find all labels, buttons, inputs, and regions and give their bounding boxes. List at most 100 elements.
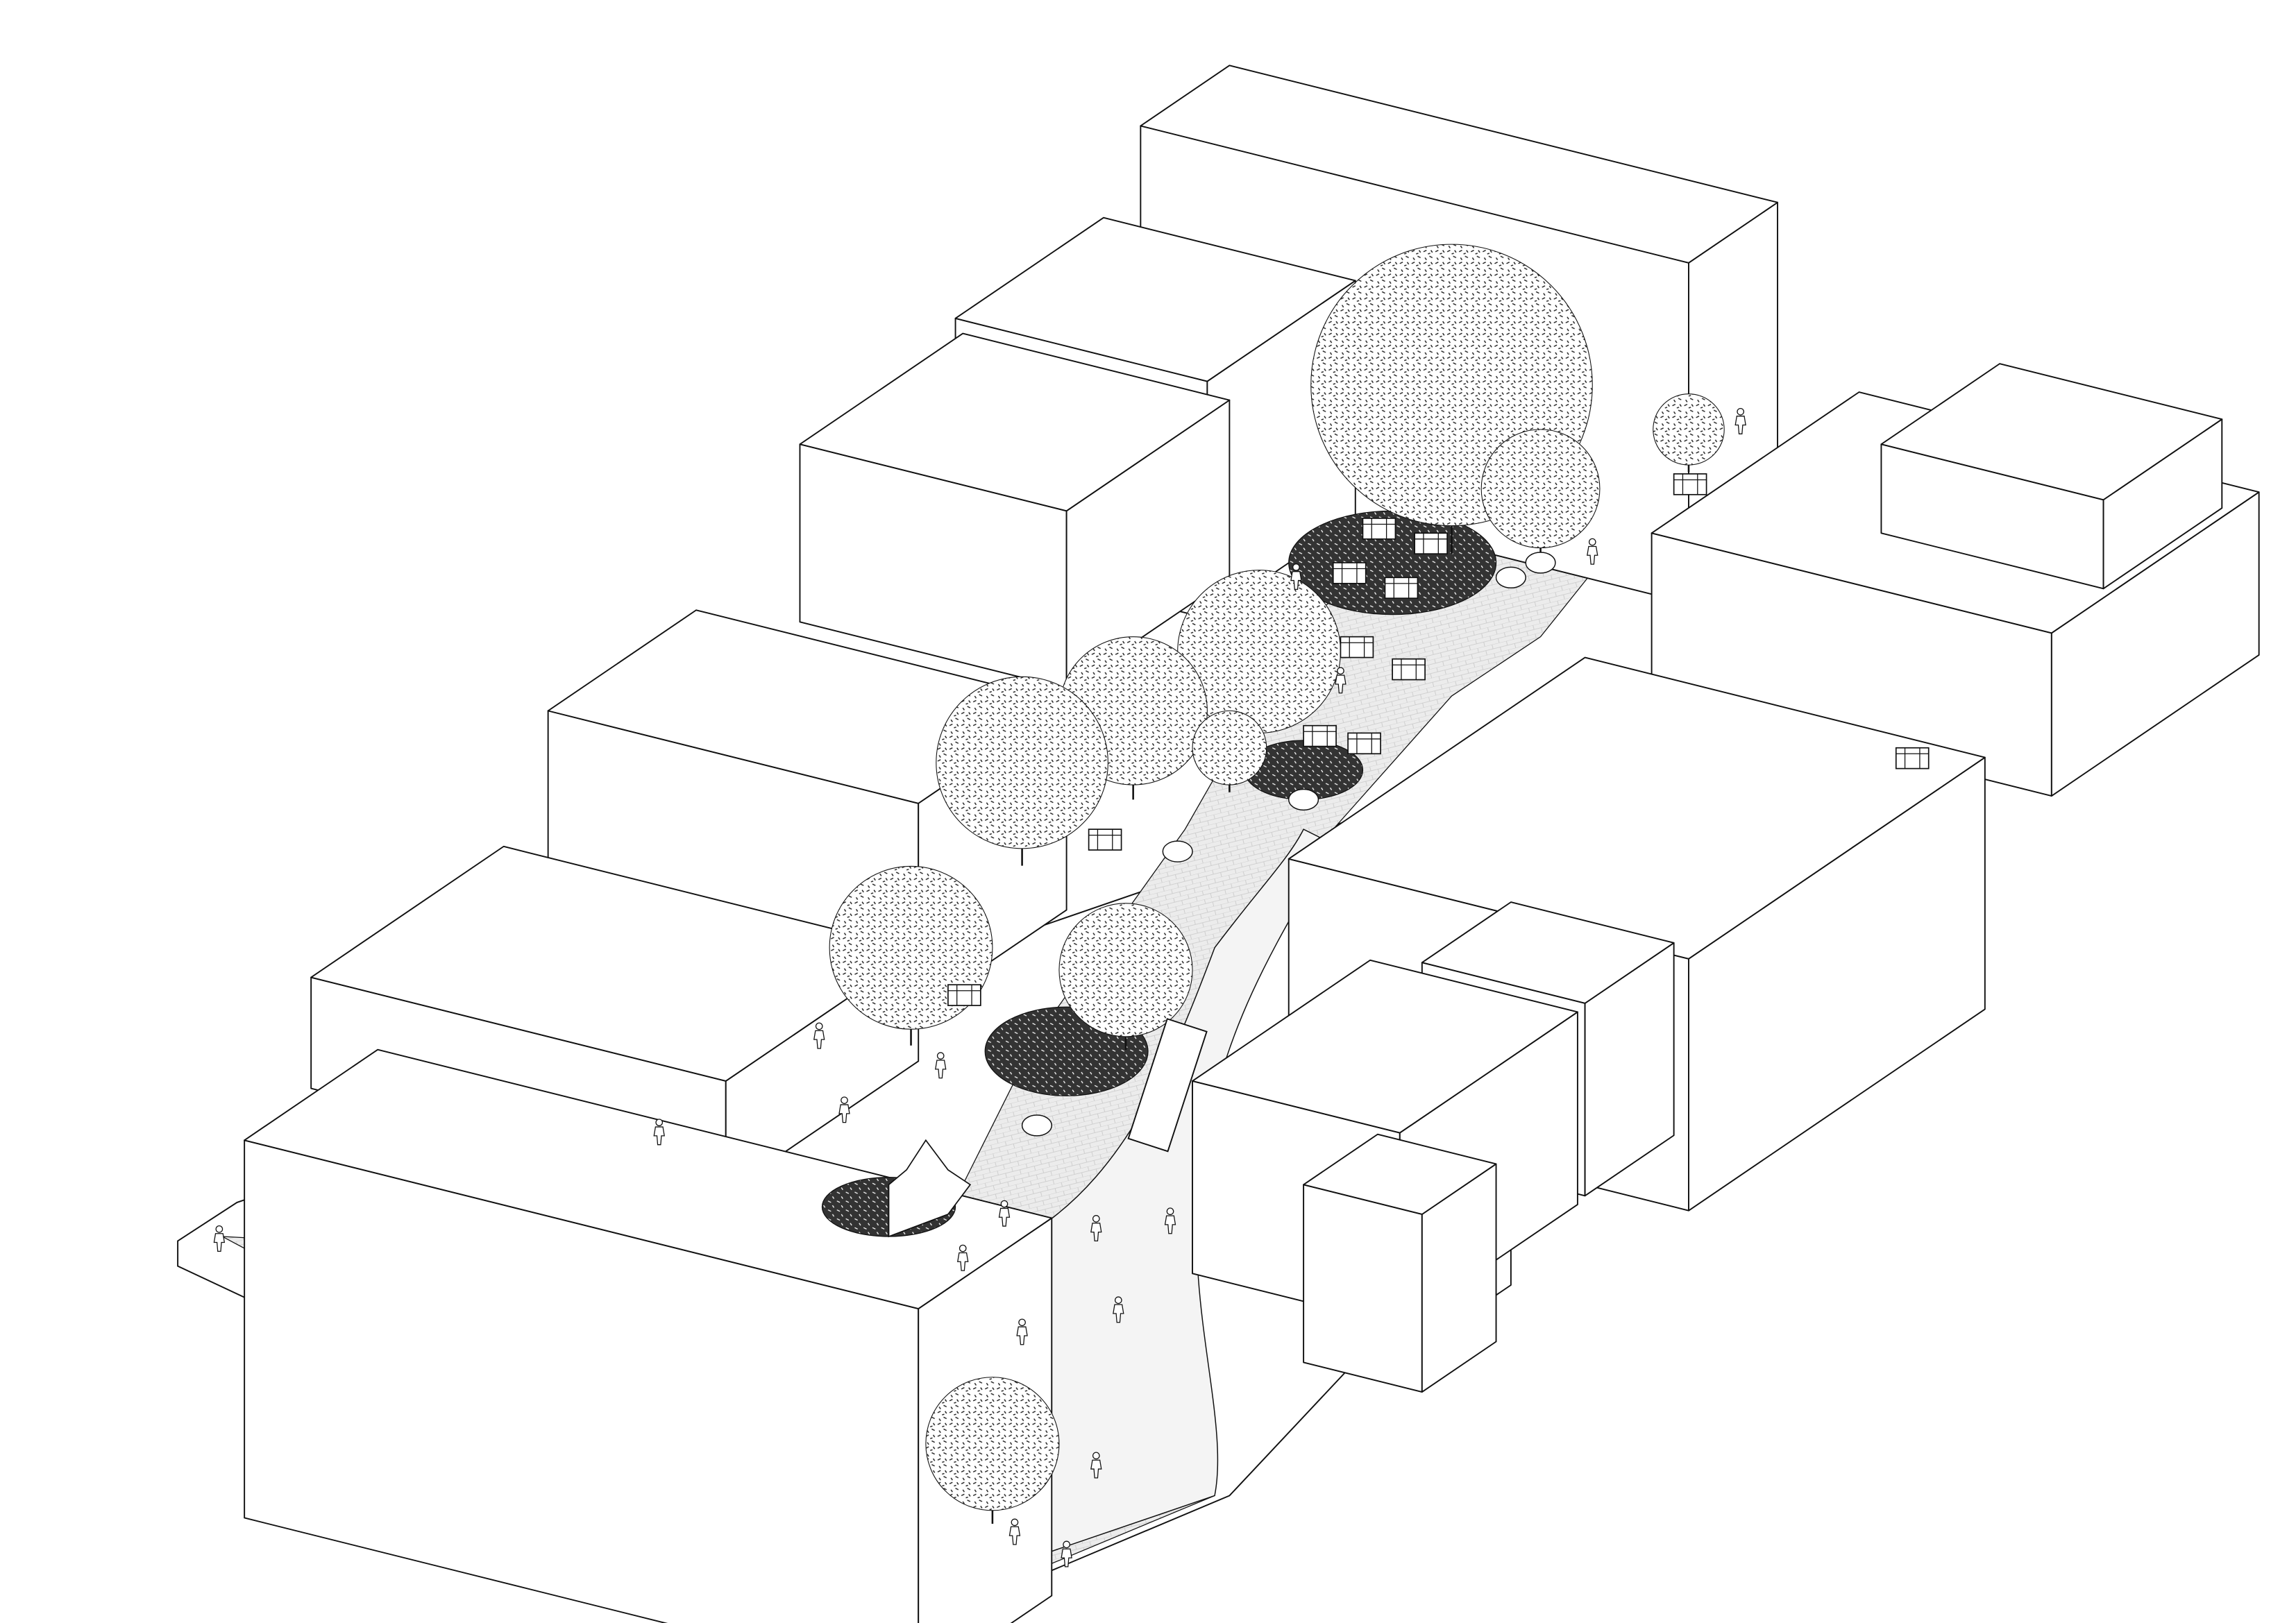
person-body — [213, 1233, 226, 1252]
person-body — [1008, 1526, 1021, 1545]
pergola-structure — [1332, 562, 1367, 584]
person-body — [813, 1030, 825, 1049]
person-head — [959, 1244, 967, 1252]
tree — [936, 676, 1108, 866]
building-roof — [1421, 901, 1675, 1004]
tree — [1058, 903, 1193, 1051]
tree-canopy — [1192, 710, 1267, 785]
person-head — [1588, 538, 1596, 546]
pergola-structure — [947, 984, 981, 1006]
building-roof — [1880, 363, 2223, 501]
building-roof — [954, 216, 1356, 382]
pergola-structure — [1414, 532, 1448, 555]
building-roof — [799, 332, 1231, 512]
pergola-slats — [1348, 733, 1381, 754]
pergola-slats — [1673, 473, 1707, 495]
person-head — [215, 1225, 223, 1233]
boulder — [1495, 566, 1526, 588]
person — [1008, 1518, 1021, 1545]
pergola-slats — [1362, 518, 1396, 539]
building-blocks — [244, 65, 2260, 1623]
person — [1090, 1452, 1102, 1479]
person-body — [838, 1104, 850, 1123]
pergola-structure — [1347, 732, 1381, 755]
pergola-slats — [1415, 533, 1448, 554]
person-head — [1737, 407, 1745, 416]
tree-canopy — [1058, 903, 1193, 1037]
building-5 — [1880, 363, 2223, 590]
person-body — [998, 1207, 1011, 1227]
boulder — [1288, 788, 1319, 811]
person-head — [1063, 1540, 1070, 1549]
pergola-slats — [947, 985, 981, 1006]
bus — [1127, 1018, 1208, 1153]
tree — [1192, 710, 1267, 792]
person — [957, 1244, 969, 1271]
person-head — [1292, 563, 1300, 571]
person-head — [936, 1052, 945, 1060]
person — [998, 1200, 1011, 1227]
person-body — [1090, 1459, 1102, 1479]
building-4 — [799, 332, 1231, 690]
person — [934, 1052, 947, 1079]
building-12 — [1303, 1133, 1497, 1393]
monument-statue — [888, 1139, 972, 1238]
pergola-slats — [1392, 658, 1426, 680]
person — [1016, 1318, 1028, 1345]
boulder — [1021, 1114, 1053, 1137]
boulder — [1162, 840, 1193, 863]
pergola-structure — [1340, 636, 1374, 658]
person-head — [655, 1119, 664, 1127]
person-body — [1061, 1548, 1072, 1567]
pergola-slats — [1385, 577, 1418, 599]
person — [1335, 667, 1347, 694]
person — [1164, 1207, 1176, 1234]
person-head — [1337, 667, 1344, 675]
pergola-slats — [1303, 725, 1337, 747]
person — [1061, 1540, 1072, 1567]
person-head — [1018, 1318, 1026, 1327]
boulder — [1525, 552, 1556, 574]
person — [213, 1225, 226, 1252]
person — [1290, 563, 1302, 590]
person-body — [957, 1252, 969, 1271]
pergola-slats — [1340, 636, 1374, 658]
person-body — [1164, 1215, 1176, 1234]
person-body — [1090, 1223, 1102, 1242]
tree — [925, 1377, 1060, 1524]
pergola-structure — [1673, 473, 1707, 495]
pergola-structure — [1088, 829, 1122, 851]
person — [1587, 538, 1598, 565]
person — [1113, 1296, 1124, 1323]
building-roof — [1140, 65, 1778, 264]
person-head — [1092, 1215, 1100, 1223]
pergola-structure — [1362, 518, 1396, 540]
tree-canopy — [936, 676, 1108, 849]
person-head — [1000, 1200, 1008, 1208]
person-body — [653, 1126, 665, 1146]
tree — [1653, 393, 1725, 473]
person-head — [1092, 1452, 1100, 1460]
building-roof — [1192, 959, 1578, 1134]
person — [1734, 407, 1746, 434]
tree-canopy — [1480, 429, 1601, 549]
person-head — [841, 1096, 848, 1104]
building-13 — [244, 1048, 1053, 1623]
person-head — [815, 1022, 823, 1030]
person-head — [1166, 1207, 1174, 1216]
person-head — [1011, 1518, 1019, 1527]
person — [653, 1119, 665, 1146]
person-body — [1335, 674, 1347, 694]
person — [813, 1022, 825, 1049]
person — [838, 1096, 850, 1123]
person-body — [934, 1060, 947, 1079]
person-body — [1290, 571, 1302, 590]
pergola-structure — [1384, 577, 1419, 600]
building-roof — [1303, 1133, 1497, 1215]
pergola-slats — [1896, 747, 1929, 769]
pergola-slats — [1088, 829, 1122, 850]
tree-canopy — [925, 1377, 1060, 1511]
building-roof — [244, 1048, 1053, 1309]
pergola-slats — [1333, 562, 1366, 584]
pergola-structure — [1392, 658, 1426, 681]
